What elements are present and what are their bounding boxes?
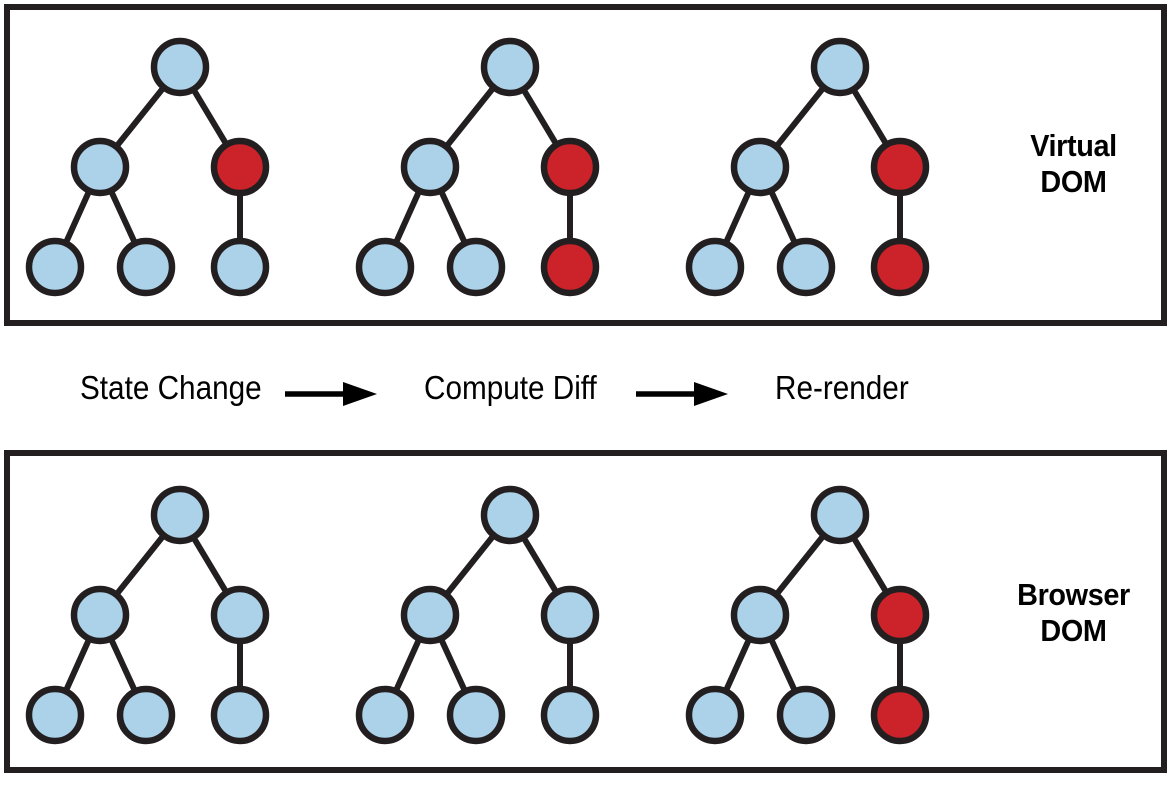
tree-node-leaf_c-changed — [870, 685, 930, 745]
tree-node-leaf_c-changed — [870, 237, 930, 297]
tree-node-level2_right-changed — [540, 137, 600, 197]
tree-node-leaf_a-unchanged — [685, 237, 745, 297]
tree-edge — [111, 82, 169, 152]
tree-node-leaf_a-unchanged — [355, 685, 415, 745]
tree-node-leaf_c-unchanged — [210, 237, 270, 297]
flow-row: State Change Compute Diff Re-render — [0, 360, 1173, 422]
tree-node-root-unchanged — [810, 37, 870, 97]
flow-step-compute-diff: Compute Diff — [424, 369, 597, 406]
panel-label-browser-dom: Browser DOM — [992, 577, 1155, 649]
tree-virtual-dom-step-3 — [685, 32, 995, 302]
tree-node-level2_left-unchanged — [730, 137, 790, 197]
tree-node-level2_right-changed — [870, 137, 930, 197]
tree-edge — [189, 532, 231, 598]
panel-label-browser-dom-line1: Browser — [1017, 577, 1130, 612]
tree-browser-dom-step-1 — [25, 480, 335, 750]
tree-edge — [519, 532, 561, 598]
tree-edge — [437, 185, 469, 249]
flow-step-state-change: State Change — [80, 369, 262, 406]
tree-node-level2_left-unchanged — [400, 137, 460, 197]
tree-browser-dom-step-2 — [355, 480, 665, 750]
tree-node-leaf_a-unchanged — [25, 685, 85, 745]
tree-edge — [721, 633, 754, 697]
tree-node-level2_right-changed — [870, 585, 930, 645]
panel-label-browser-dom-line2: DOM — [1040, 613, 1107, 648]
tree-virtual-dom-step-2 — [355, 32, 665, 302]
tree-node-level2_left-unchanged — [70, 585, 130, 645]
arrow-right-icon — [283, 380, 379, 408]
tree-node-leaf_b-unchanged — [446, 685, 506, 745]
tree-node-root-unchanged — [150, 37, 210, 97]
tree-edge — [189, 84, 231, 150]
tree-edge — [391, 633, 424, 697]
tree-edge — [441, 82, 499, 152]
panel-label-virtual-dom-line2: DOM — [1040, 164, 1107, 199]
tree-node-level2_left-unchanged — [70, 137, 130, 197]
arrow-right-icon — [634, 380, 730, 408]
tree-node-leaf_a-unchanged — [355, 237, 415, 297]
tree-edge — [771, 530, 829, 600]
tree-edge — [771, 82, 829, 152]
tree-node-root-unchanged — [810, 485, 870, 545]
tree-node-root-unchanged — [480, 485, 540, 545]
tree-edge — [441, 530, 499, 600]
tree-node-leaf_b-unchanged — [116, 237, 176, 297]
tree-edge — [849, 84, 891, 150]
tree-node-level2_left-unchanged — [400, 585, 460, 645]
tree-node-leaf_a-unchanged — [25, 237, 85, 297]
tree-node-leaf_b-unchanged — [776, 685, 836, 745]
tree-node-leaf_c-unchanged — [210, 685, 270, 745]
tree-browser-dom-step-3 — [685, 480, 995, 750]
panel-label-virtual-dom: Virtual DOM — [992, 128, 1155, 200]
tree-edge — [107, 185, 139, 249]
tree-node-level2_right-unchanged — [540, 585, 600, 645]
tree-edge — [107, 633, 139, 697]
tree-node-leaf_c-changed — [540, 237, 600, 297]
panel-label-virtual-dom-line1: Virtual — [1030, 128, 1117, 163]
tree-node-leaf_b-unchanged — [446, 237, 506, 297]
tree-node-level2_right-changed — [210, 137, 270, 197]
tree-edge — [519, 84, 561, 150]
tree-node-root-unchanged — [150, 485, 210, 545]
tree-edge — [437, 633, 469, 697]
tree-edge — [721, 185, 754, 249]
tree-edge — [767, 633, 799, 697]
tree-node-level2_left-unchanged — [730, 585, 790, 645]
tree-node-root-unchanged — [480, 37, 540, 97]
tree-node-leaf_b-unchanged — [116, 685, 176, 745]
tree-edge — [111, 530, 169, 600]
tree-edge — [61, 633, 94, 697]
tree-node-leaf_a-unchanged — [685, 685, 745, 745]
tree-edge — [849, 532, 891, 598]
tree-virtual-dom-step-1 — [25, 32, 335, 302]
tree-edge — [767, 185, 799, 249]
tree-edge — [61, 185, 94, 249]
tree-node-leaf_b-unchanged — [776, 237, 836, 297]
flow-step-re-render: Re-render — [775, 369, 909, 406]
tree-edge — [391, 185, 424, 249]
tree-node-leaf_c-unchanged — [540, 685, 600, 745]
tree-node-level2_right-unchanged — [210, 585, 270, 645]
